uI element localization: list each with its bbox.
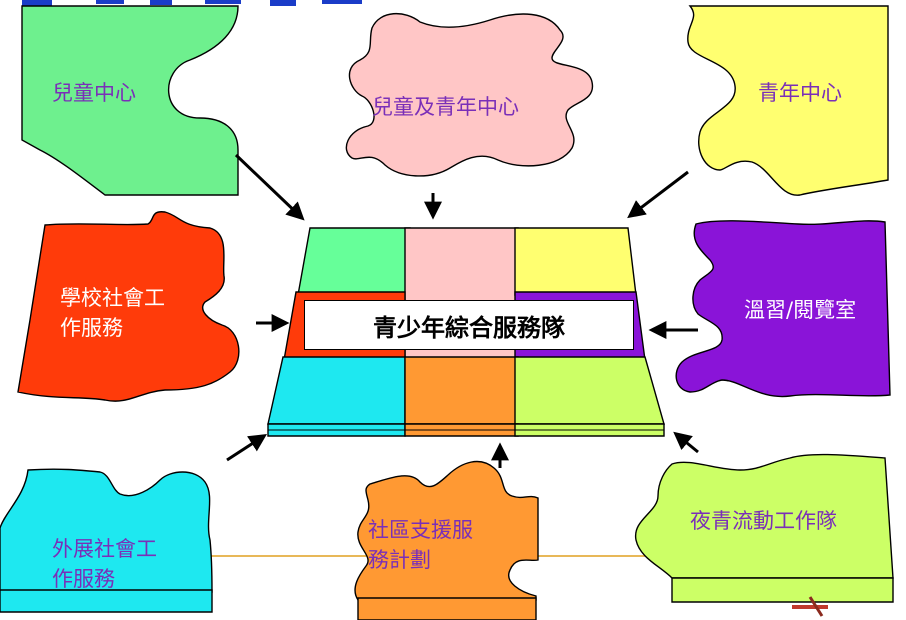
- piece-community-support: [354, 460, 539, 601]
- arrow-from-youth-centre: [627, 170, 689, 219]
- piece-community-base: [357, 597, 537, 620]
- label-community-line1: 社區支援服: [368, 518, 473, 542]
- arrows: [226, 153, 699, 468]
- label-youth-centre: 青年中心: [758, 81, 842, 105]
- center-title-box: 青少年綜合服務隊: [304, 300, 634, 350]
- arrow-from-outreach: [226, 434, 268, 462]
- cropped-title-fragment: [22, 0, 362, 6]
- label-school-social-work-line1: 學校社會工: [60, 286, 165, 310]
- piece-study-reading-room: [675, 220, 891, 398]
- piece-children-youth-centre: [345, 13, 594, 177]
- label-outreach-line2: 作服務: [52, 567, 115, 591]
- label-childrens-centre: 兒童中心: [52, 81, 136, 105]
- piece-night-outreach-base: [671, 577, 894, 603]
- label-children-youth-centre: 兒童及青年中心: [372, 95, 519, 119]
- label-outreach-line1: 外展社會工: [52, 537, 157, 561]
- piece-youth-centre: [687, 5, 889, 196]
- slide-logo-icon: [792, 596, 828, 617]
- label-community-line2: 務計劃: [368, 548, 431, 572]
- arrow-from-childrens-centre: [234, 153, 305, 221]
- label-study-reading-room: 溫習/閱覽室: [744, 298, 857, 322]
- center-title: 青少年綜合服務隊: [373, 312, 565, 342]
- piece-outreach-base: [0, 589, 213, 613]
- piece-school-social-work: [17, 211, 240, 402]
- arrow-from-night-outreach: [673, 431, 699, 454]
- label-school-social-work-line2: 作服務: [60, 316, 123, 340]
- piece-night-outreach: [635, 453, 894, 579]
- piece-childrens-centre: [21, 5, 239, 196]
- label-night-outreach: 夜青流動工作隊: [690, 509, 837, 533]
